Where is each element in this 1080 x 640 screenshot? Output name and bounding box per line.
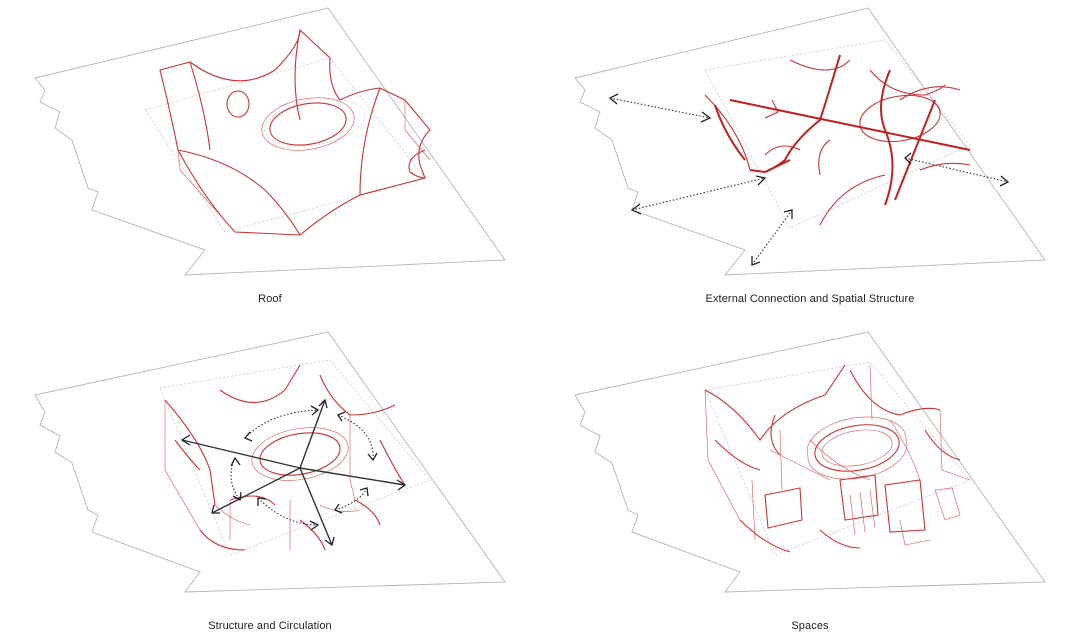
axis-southwest <box>211 467 301 514</box>
site-outline <box>574 331 1046 593</box>
bounding-box <box>144 57 426 233</box>
panel-structure-circulation: Structure and Circulation <box>0 320 540 640</box>
roof-shell <box>159 28 431 236</box>
axis-south <box>299 467 333 546</box>
panel-roof: Roof <box>0 0 540 320</box>
site-outline <box>34 331 506 593</box>
axis-east <box>299 467 406 486</box>
axis-north <box>299 399 326 469</box>
panel-external-connection: External Connection and Spatial Structur… <box>540 0 1080 320</box>
bounding-box <box>704 39 971 229</box>
roof-diagram <box>34 7 506 276</box>
site-outline <box>574 7 1046 276</box>
circulation-loops <box>230 405 378 531</box>
site-outline <box>34 7 506 276</box>
connection-arrow-northwest <box>609 97 711 119</box>
bounding-box <box>704 361 971 556</box>
external-connection-diagram <box>574 7 1046 276</box>
structure-circulation-diagram <box>34 331 506 593</box>
connection-arrow-east <box>904 157 1009 183</box>
connection-arrows <box>608 93 1010 266</box>
caption-spaces: Spaces <box>791 620 829 632</box>
connection-arrow-west <box>631 177 766 211</box>
circulation-axes <box>180 398 407 547</box>
spaces-diagram <box>574 331 1046 593</box>
connection-arrow-south <box>751 209 793 266</box>
caption-structure-circulation: Structure and Circulation <box>208 620 332 632</box>
axis-northwest <box>181 439 301 469</box>
panel-spaces: Spaces <box>540 320 1080 640</box>
caption-roof: Roof <box>258 293 282 305</box>
caption-external-connection: External Connection and Spatial Structur… <box>705 293 915 305</box>
bounding-box <box>159 359 431 556</box>
spaces-volumes <box>704 364 971 553</box>
primary-axes <box>714 54 971 206</box>
spatial-structure <box>704 59 971 226</box>
ground-ring <box>264 98 366 147</box>
structure-shells <box>164 364 406 551</box>
